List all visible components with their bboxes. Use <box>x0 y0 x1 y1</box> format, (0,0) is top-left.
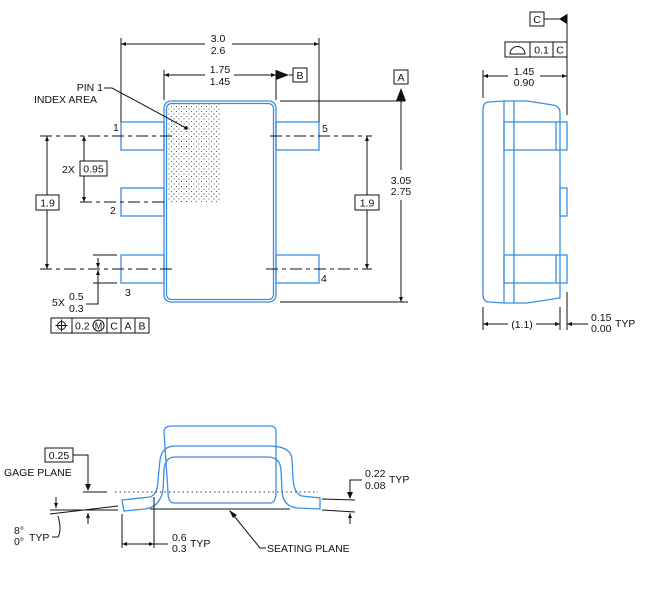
pitch-value: 0.95 <box>83 164 104 176</box>
lead-thickness-min: 0.08 <box>365 480 386 492</box>
datum-b-box <box>292 67 308 83</box>
pin1-index-area <box>167 104 220 202</box>
overall-width-min: 2.6 <box>211 45 226 57</box>
angle-min: 0° <box>14 536 24 548</box>
seating-label: SEATING PLANE <box>267 543 350 555</box>
foot-length-max: 0.6 <box>172 532 187 544</box>
mmc-modifier: M <box>95 321 103 331</box>
datum-c-box <box>529 11 545 27</box>
lead-width-prefix: 5X <box>52 297 65 309</box>
lead-width-max: 0.5 <box>69 291 84 303</box>
fcf-datum-3: B <box>138 321 145 333</box>
datum-a: A <box>397 72 404 84</box>
angle-typ: TYP <box>29 532 49 544</box>
position-tolerance: 0.2 <box>75 321 90 333</box>
foot-length-min: 0.3 <box>172 543 187 555</box>
gage-value: 0.25 <box>49 450 70 462</box>
span-left: 1.9 <box>40 198 55 210</box>
fcf-datum-2: A <box>124 321 131 333</box>
fcf-datum-1: C <box>110 321 118 333</box>
pin1-label-line2: INDEX AREA <box>34 94 97 106</box>
end-view: 0.25 GAGE PLANE SEATING PLANE 8° 0° TYP … <box>4 425 409 555</box>
body-width-max: 1.75 <box>210 64 231 76</box>
pin-number-1: 1 <box>113 122 119 134</box>
body-width-min: 1.45 <box>210 76 231 88</box>
overall-width-max: 3.0 <box>211 33 226 45</box>
length-min: 2.75 <box>391 186 412 198</box>
span-right: 1.9 <box>360 198 375 210</box>
datum-a-box <box>393 69 409 85</box>
lead-thickness-max: 0.22 <box>365 468 386 480</box>
flatness-datum: C <box>556 45 564 57</box>
pin-number-5: 5 <box>322 123 328 135</box>
gage-label: GAGE PLANE <box>4 467 72 479</box>
pin-number-4: 4 <box>321 273 327 285</box>
flatness-frame: 0.1 C <box>504 41 568 58</box>
lead-width-min: 0.3 <box>69 303 84 315</box>
datum-b: B <box>296 70 303 82</box>
lead-thickness-typ: TYP <box>389 474 409 486</box>
pin-number-3: 3 <box>125 287 131 299</box>
datum-c: C <box>533 14 541 26</box>
top-view: 3.0 2.6 B 1.75 1.45 PIN 1 INDEX AREA 1 2… <box>34 33 412 334</box>
standoff-max: 0.15 <box>591 312 612 324</box>
position-tolerance-frame: 0.2 M C A B <box>50 317 150 334</box>
flatness-tolerance: 0.1 <box>534 45 549 57</box>
height-min: 0.90 <box>514 77 535 89</box>
side-body <box>482 100 561 304</box>
end-leads <box>121 445 321 512</box>
side-view: C 0.1 C 1.45 0.90 (1.1) 0.15 0.00 TYP <box>482 11 635 335</box>
pitch-prefix: 2X <box>62 164 75 176</box>
foot-length-typ: TYP <box>190 538 210 550</box>
angle-max: 8° <box>14 525 24 537</box>
standoff-typ: TYP <box>615 318 635 330</box>
package-body-inner <box>165 102 275 301</box>
reference-width: (1.1) <box>511 319 533 331</box>
position-icon <box>55 319 68 332</box>
height-max: 1.45 <box>514 66 535 78</box>
end-body <box>163 425 277 504</box>
length-max: 3.05 <box>391 175 412 187</box>
pin1-label-line1: PIN 1 <box>77 82 103 94</box>
mmc-icon <box>92 319 105 332</box>
pin-number-2: 2 <box>110 205 116 217</box>
profile-of-surface-icon <box>509 46 526 55</box>
standoff-min: 0.00 <box>591 323 612 335</box>
